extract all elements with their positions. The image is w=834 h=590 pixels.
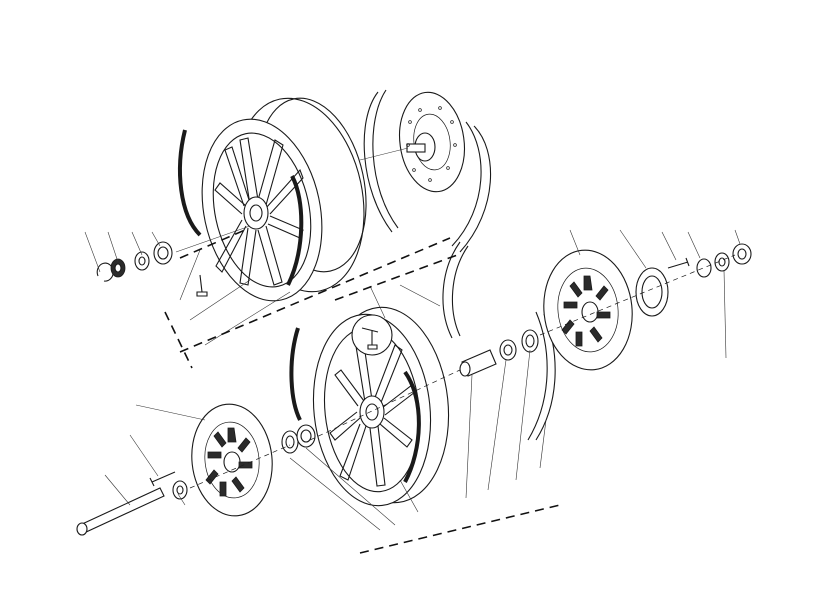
front-rim-tape-2 [403, 370, 421, 483]
circlip [96, 262, 114, 282]
front-leaders [104, 229, 741, 531]
front-bearing-r [499, 339, 517, 361]
front-washer [172, 480, 188, 500]
front-seal-l [281, 430, 299, 454]
front-brake-disc-right [543, 249, 633, 371]
front-left-parts [76, 424, 316, 536]
screw-right [667, 257, 690, 269]
rear-rim-tape [178, 129, 202, 237]
center-lines [164, 229, 736, 554]
rear-tyre-half-right [451, 121, 492, 253]
valve [196, 274, 208, 297]
rear-tyre-half-left [363, 89, 399, 233]
rear-axle-parts [96, 241, 208, 297]
front-screw [149, 471, 176, 487]
spacer-right [732, 243, 752, 265]
rear-rim-inner [212, 132, 312, 288]
front-rim-tape [289, 327, 302, 421]
rear-hub-bore [249, 204, 263, 222]
front-valve [361, 327, 379, 350]
right-small-parts [667, 243, 752, 278]
rear-leaders [84, 147, 409, 346]
front-brake-disc-left [191, 403, 273, 517]
front-tyre-half [442, 241, 469, 339]
front-bearing-l [296, 424, 316, 448]
bush-right [696, 258, 712, 278]
rear-brake-disc-group [399, 91, 465, 193]
rear-washer-1 [134, 251, 150, 271]
bearing-right [714, 252, 730, 272]
rear-wheel-group [178, 97, 367, 302]
rear-bearing [153, 241, 173, 265]
front-right-parts [459, 329, 539, 377]
rear-rim-tape-2 [286, 175, 304, 286]
rear-hub [243, 196, 269, 230]
phonic-wheel [635, 267, 669, 317]
front-hub [359, 395, 385, 429]
front-wheel-group [289, 306, 450, 507]
front-axle [79, 487, 165, 534]
front-seal-r [521, 329, 539, 353]
